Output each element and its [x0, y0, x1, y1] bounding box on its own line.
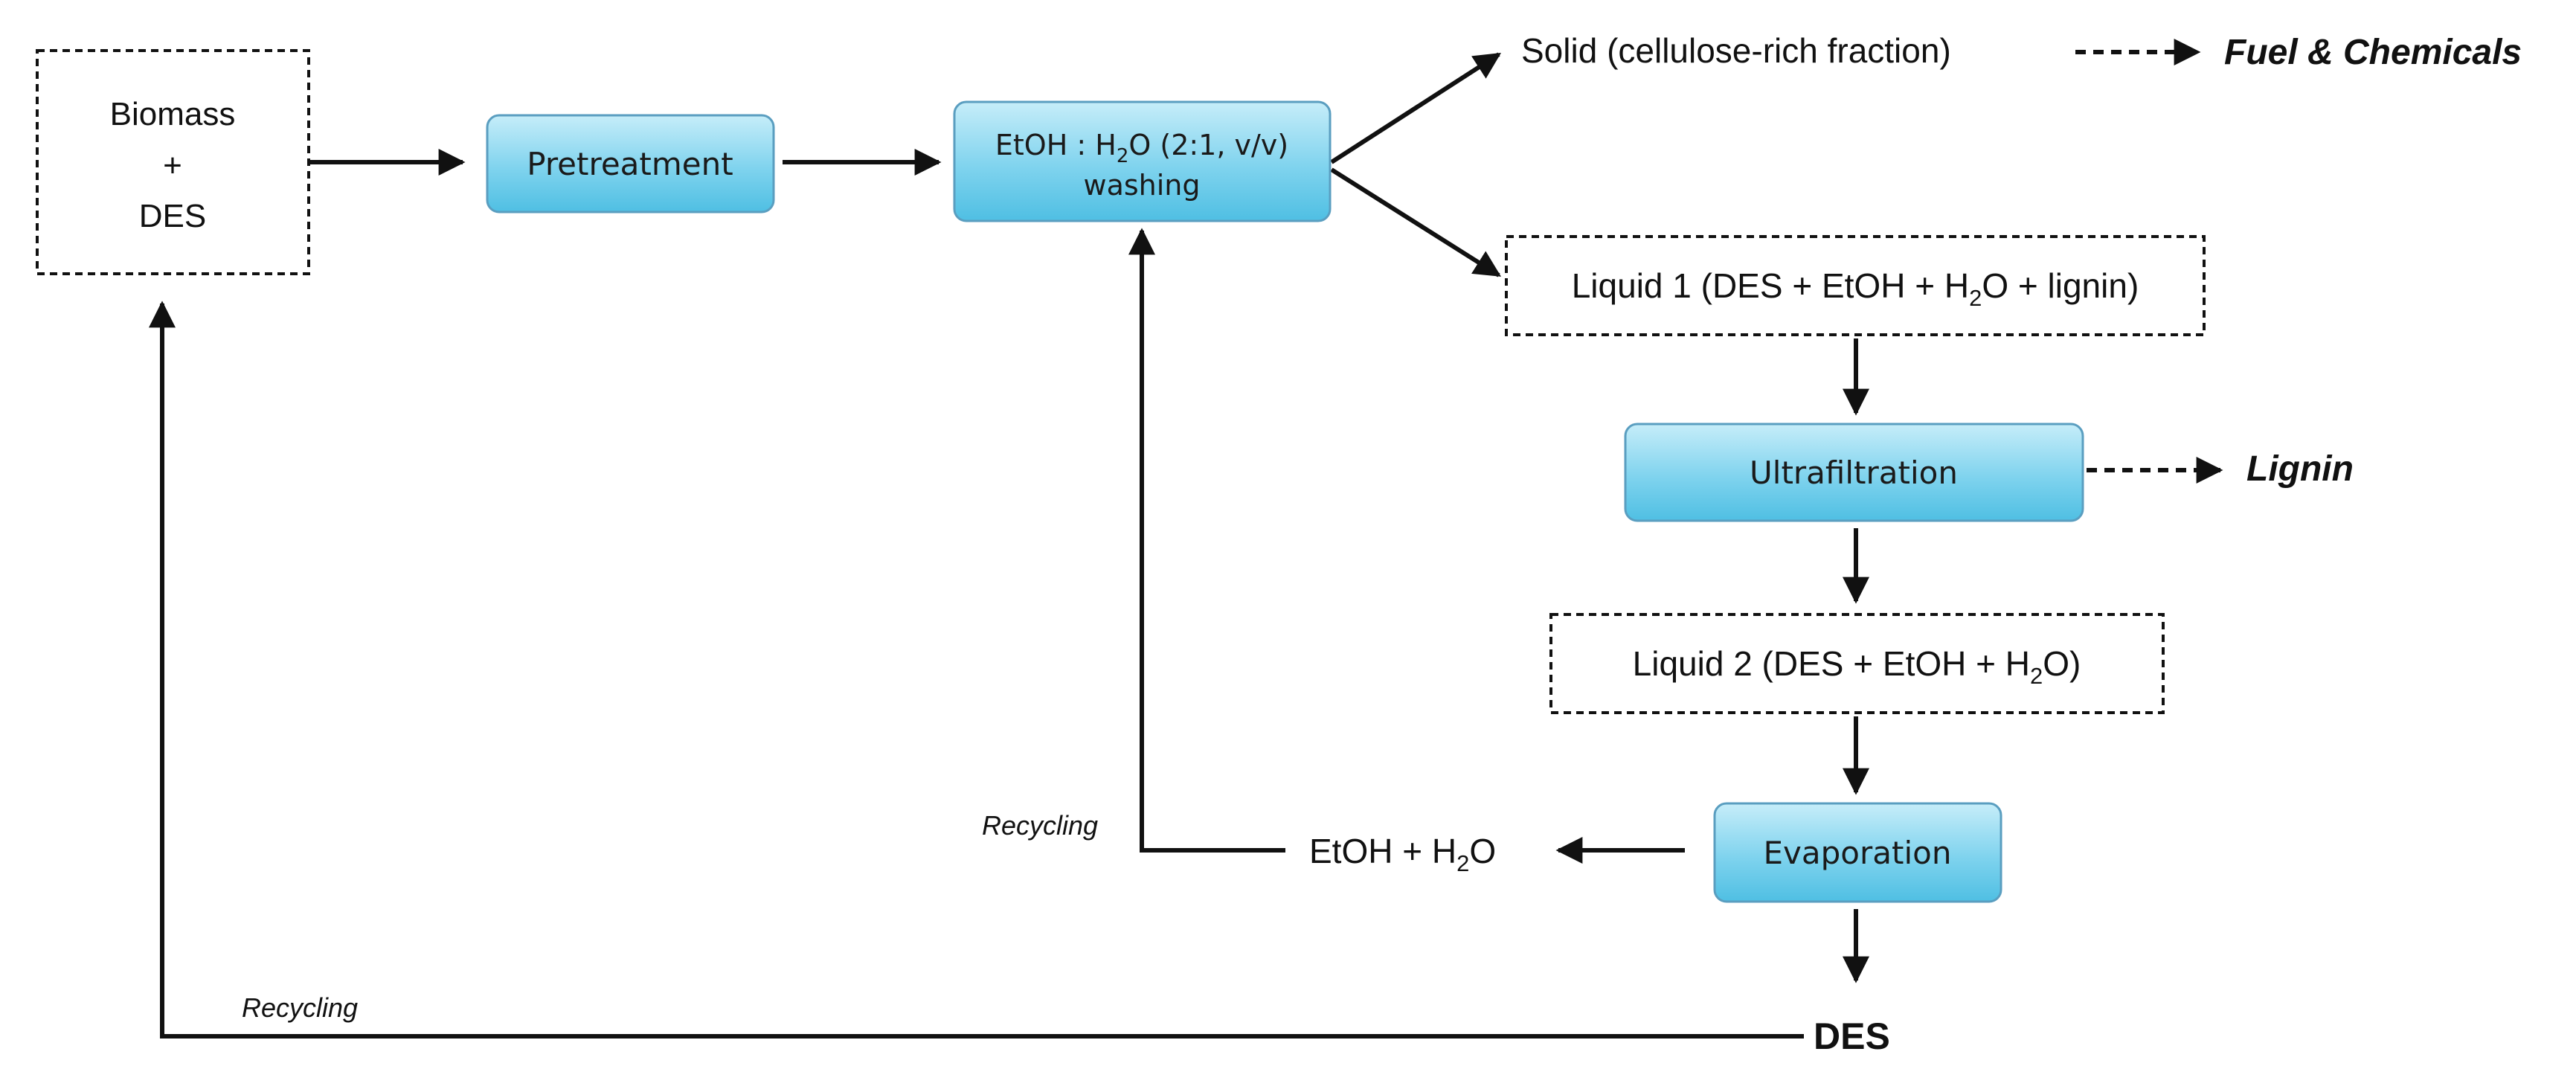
edge-des-recycle-to-biomass: [149, 301, 1804, 1038]
washing-box: [953, 100, 1332, 222]
node-evaporation: Evaporation: [1713, 802, 2002, 903]
edge-washing-to-liquid1: [1330, 167, 1502, 277]
liquid2-label: Liquid 2 (DES + EtOH + H2O): [1633, 644, 2081, 689]
ultrafiltration-box: [1624, 423, 2084, 522]
evaporation-box: [1713, 802, 2002, 903]
des-output-label: DES: [1814, 1015, 1890, 1057]
node-pretreatment: Pretreatment: [486, 114, 775, 214]
fuel-chemicals-label: Fuel & Chemicals: [2224, 33, 2522, 72]
ultrafiltration-label: Ultrafiltration: [1750, 455, 1958, 491]
pretreatment-box: [486, 114, 775, 214]
node-washing: EtOH : H2O (2:1, v/v) washing: [953, 100, 1332, 222]
plus-label: +: [163, 147, 182, 184]
node-biomass-des: Biomass + DES: [36, 49, 310, 275]
edge-washing-to-solid: [1330, 52, 1502, 164]
lignin-label: Lignin: [2246, 449, 2354, 489]
edge-etoh-recycle-to-washing: [1128, 228, 1285, 853]
liquid1-box: [1505, 235, 2206, 336]
pretreatment-label: Pretreatment: [527, 146, 733, 182]
evaporation-label: Evaporation: [1764, 835, 1952, 871]
node-liquid1: Liquid 1 (DES + EtOH + H2O + lignin): [1505, 235, 2206, 336]
liquid1-label: Liquid 1 (DES + EtOH + H2O + lignin): [1572, 266, 2139, 311]
edges: [149, 39, 2223, 1038]
washing-ratio-label: EtOH : H2O (2:1, v/v): [995, 129, 1288, 167]
liquid2-box: [1549, 613, 2165, 714]
etoh-h2o-label: EtOH + H2O: [1309, 832, 1496, 876]
des-label: DES: [139, 198, 206, 234]
recycling-des-label: Recycling: [242, 992, 358, 1023]
washing-label: washing: [1083, 169, 1200, 202]
node-ultrafiltration: Ultrafiltration: [1624, 423, 2084, 522]
biomass-des-box: [36, 49, 310, 275]
biomass-label: Biomass: [110, 96, 236, 132]
recycling-etoh-label: Recycling: [982, 810, 1098, 841]
solid-label: Solid (cellulose-rich fraction): [1521, 31, 1951, 70]
node-liquid2: Liquid 2 (DES + EtOH + H2O): [1549, 613, 2165, 714]
